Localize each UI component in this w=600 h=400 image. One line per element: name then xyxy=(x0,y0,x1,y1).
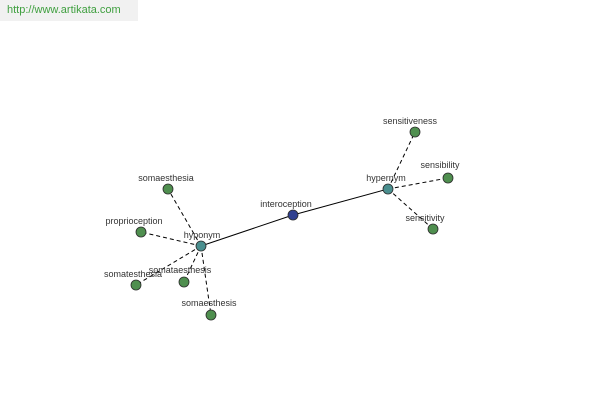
node-sensibility[interactable] xyxy=(442,172,454,184)
label-sensitiveness[interactable]: sensitiveness xyxy=(383,116,438,126)
edge-hypernym-sensibility xyxy=(387,177,449,190)
edge-hyponym-somatesthesia xyxy=(135,245,202,286)
label-sensitivity[interactable]: sensitivity xyxy=(405,213,445,223)
site-url-banner[interactable]: http://www.artikata.com xyxy=(0,0,138,21)
edge-hyponym-somaesthesis xyxy=(200,245,212,316)
label-proprioception[interactable]: proprioception xyxy=(105,216,162,226)
node-hyponym[interactable] xyxy=(195,240,207,252)
edge-hyponym-center xyxy=(200,214,294,247)
node-somaesthesia[interactable] xyxy=(162,183,174,195)
node-interoception[interactable] xyxy=(287,209,299,221)
node-sensitiveness[interactable] xyxy=(409,126,421,138)
label-somaesthesis[interactable]: somaesthesis xyxy=(181,298,237,308)
node-somataesthesis[interactable] xyxy=(178,276,190,288)
edge-hypernym-sensitiveness xyxy=(387,131,416,190)
edge-hyponym-proprioception xyxy=(140,231,202,247)
label-somaesthesia[interactable]: somaesthesia xyxy=(138,173,194,183)
label-sensibility[interactable]: sensibility xyxy=(420,160,460,170)
edge-center-hypernym xyxy=(292,188,389,216)
node-sensitivity[interactable] xyxy=(427,223,439,235)
label-somatesthesia[interactable]: somatesthesia xyxy=(104,269,162,279)
label-interoception[interactable]: interoception xyxy=(260,199,312,209)
node-hypernym[interactable] xyxy=(382,183,394,195)
node-proprioception[interactable] xyxy=(135,226,147,238)
label-somataesthesis[interactable]: somataesthesis xyxy=(149,265,212,275)
edge-hyponym-somaesthesia xyxy=(167,188,202,247)
edge-hypernym-sensitivity xyxy=(387,188,434,230)
label-hyponym[interactable]: hyponym xyxy=(184,230,221,240)
node-somatesthesia[interactable] xyxy=(130,279,142,291)
label-hypernym[interactable]: hypernym xyxy=(366,173,406,183)
node-somaesthesis[interactable] xyxy=(205,309,217,321)
